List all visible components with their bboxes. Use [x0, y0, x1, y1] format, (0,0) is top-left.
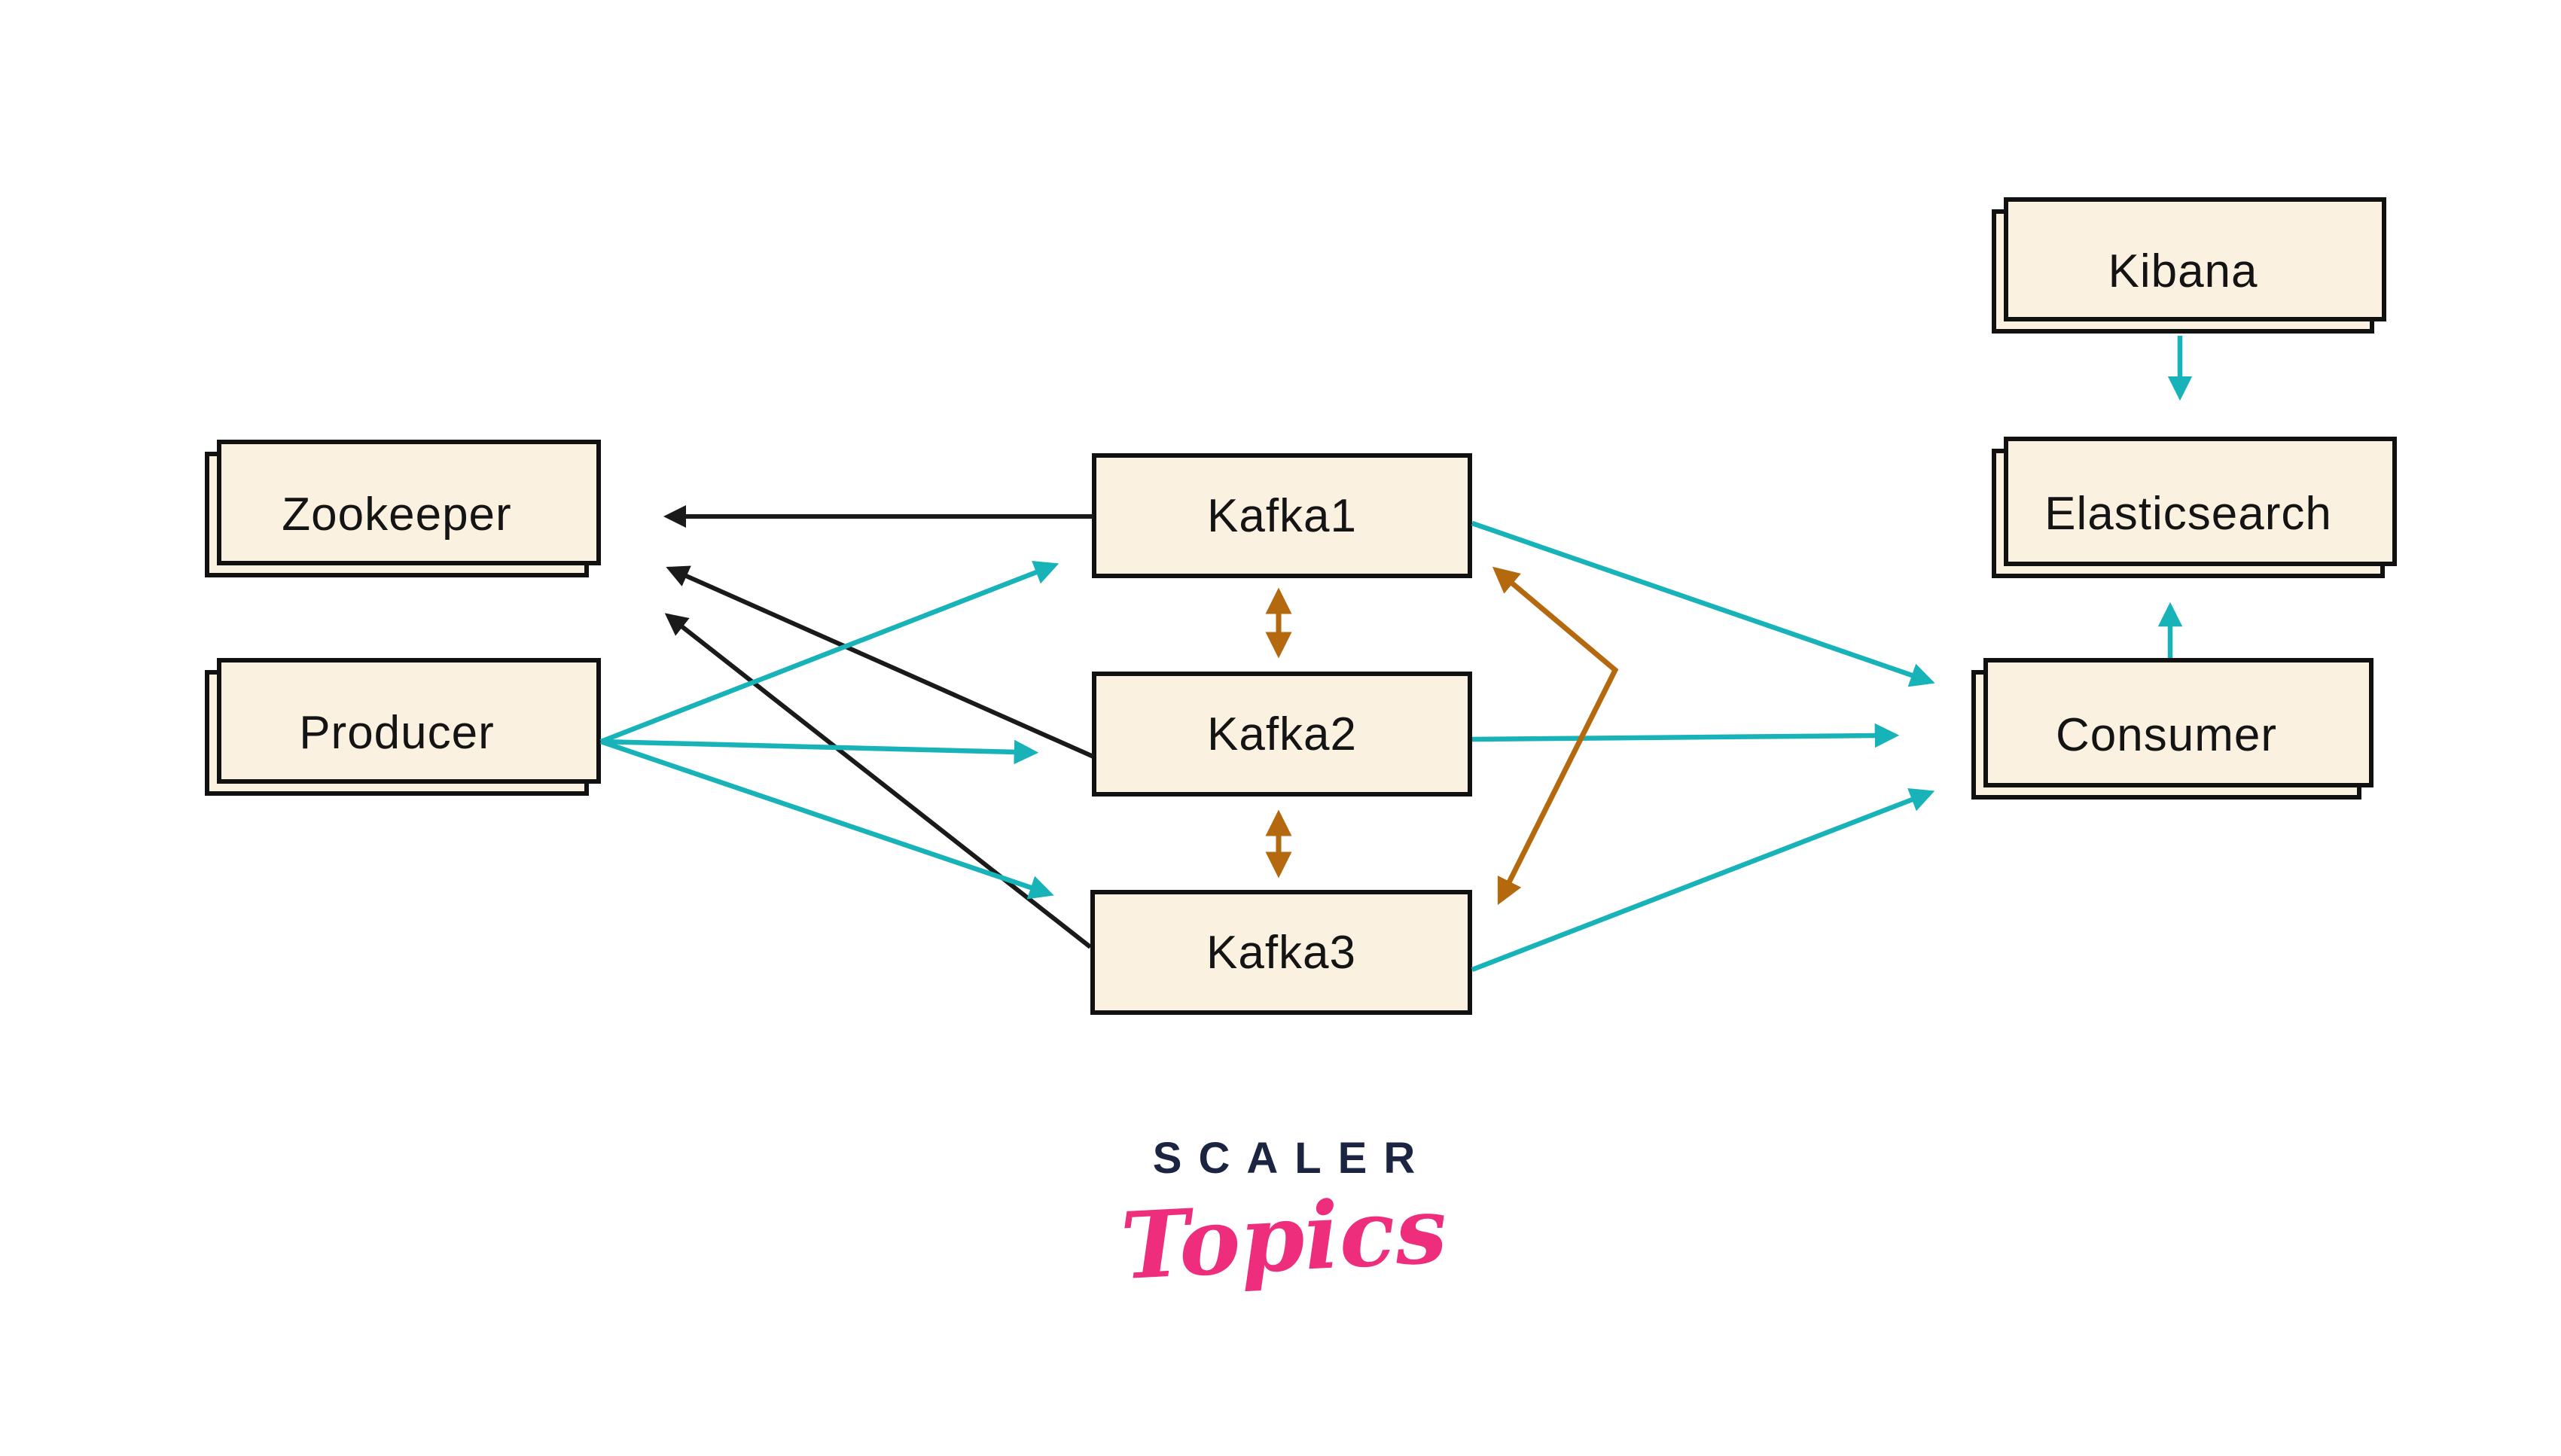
node-kafka2: Kafka2: [1092, 672, 1472, 797]
arrow-kafka3-to-zookeeper: [664, 613, 1092, 949]
node-consumer: Consumer: [1971, 658, 2373, 800]
node-elasticsearch: Elasticsearch: [1992, 437, 2397, 578]
scaler-topics-logo: SCALER Topics: [1114, 1133, 1453, 1300]
node-zookeeper: Zookeeper: [205, 440, 601, 577]
arrow-kafka2-to-consumer: [1471, 723, 1900, 748]
logo-wordmark-scaler: SCALER: [1152, 1134, 1432, 1183]
arrow-kafka3-to-consumer: [1471, 788, 1935, 973]
node-kibana-label: Kibana: [2108, 245, 2258, 297]
node-zookeeper-label: Zookeeper: [282, 489, 512, 541]
node-producer: Producer: [205, 658, 601, 796]
arrow-kafka1-kafka3-bidirectional: [1492, 566, 1619, 906]
node-elasticsearch-label: Elasticsearch: [2044, 487, 2332, 540]
arrow-producer-to-kafka1: [599, 561, 1059, 745]
node-kafka3-label: Kafka3: [1206, 926, 1357, 979]
arrow-kafka2-to-zookeeper: [666, 565, 1095, 759]
logo-wordmark-topics: Topics: [1118, 1174, 1450, 1301]
node-kafka2-label: Kafka2: [1206, 708, 1358, 760]
node-kafka1-label: Kafka1: [1206, 489, 1358, 542]
node-producer-label: Producer: [299, 707, 495, 759]
arrow-producer-to-kafka2: [600, 739, 1039, 765]
node-consumer-label: Consumer: [2056, 708, 2277, 761]
node-kafka3: Kafka3: [1090, 890, 1472, 1015]
arrow-kafka1-to-consumer: [1471, 520, 1935, 687]
node-kibana: Kibana: [1992, 197, 2386, 334]
arrow-producer-to-kafka3: [599, 739, 1054, 900]
node-kafka1: Kafka1: [1092, 453, 1472, 578]
